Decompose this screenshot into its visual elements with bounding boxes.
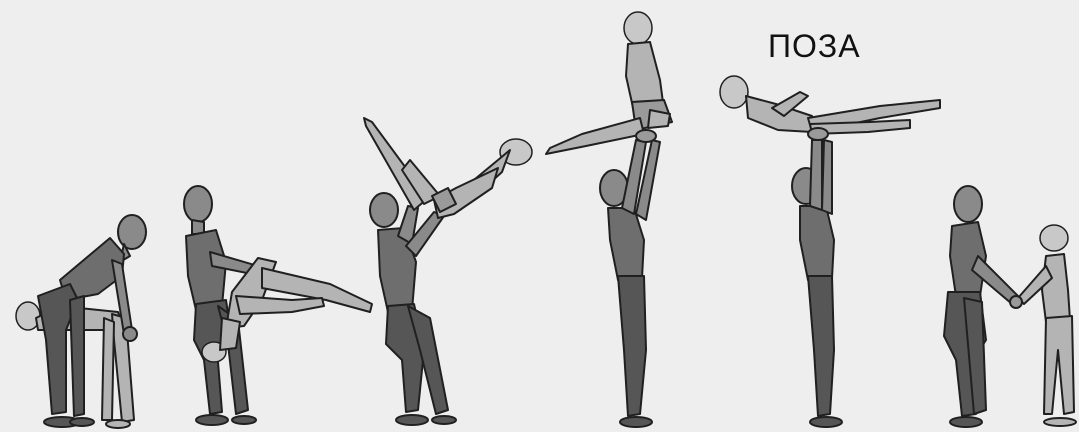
stage-5-female: [720, 76, 940, 140]
stage-4-male: [600, 140, 660, 427]
stage-4-female: [546, 12, 672, 154]
stage-1-figures: [16, 215, 146, 428]
stage-5-male: [792, 140, 842, 427]
stage-3-figures: [364, 118, 532, 425]
stage-4-figures: [546, 12, 672, 427]
stage-6-joined-hands: [1010, 296, 1022, 308]
stage-6-figures: [944, 186, 1076, 427]
stage-6-female: [1018, 225, 1076, 426]
stage-6-male: [944, 186, 1018, 427]
stage-5-figures: [720, 76, 940, 427]
stage-2-figures: [184, 186, 372, 425]
stage-3-male: [370, 193, 456, 425]
